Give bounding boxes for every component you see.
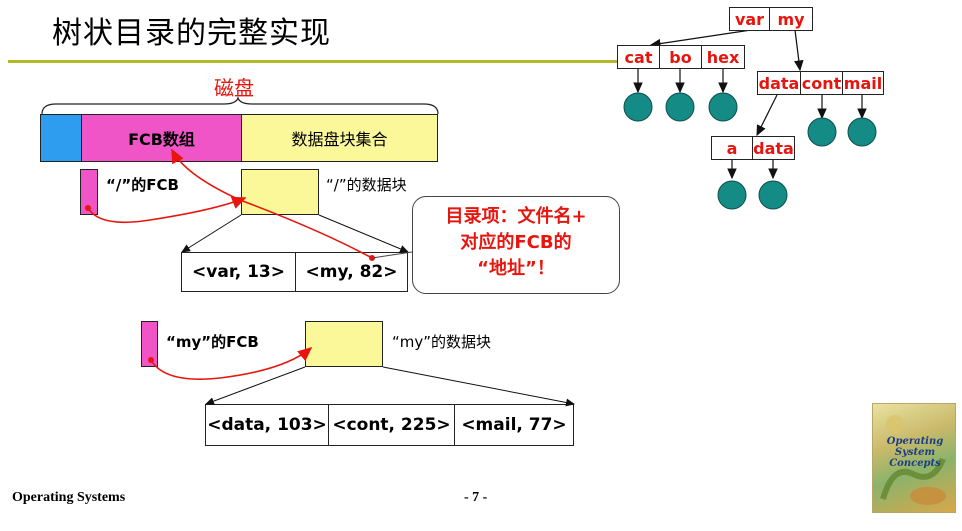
callout-line-1: 目录项：文件名+ [445,206,587,227]
book-cover-title: Operating System Concepts [886,436,944,469]
my-fcb-label: “my”的FCB [166,333,259,351]
footer-course-name: Operating Systems [12,490,126,505]
page-title: 树状目录的完整实现 [52,16,331,51]
root-block-label: “/”的数据块 [326,176,407,194]
disk-brace [41,96,439,115]
disk-boot-segment [40,114,82,162]
my-block-label: “my”的数据块 [392,333,492,351]
my-entry-data: <data, 103> [205,404,329,446]
my-entry-mail: <mail, 77> [454,404,574,446]
my-data-block [305,321,383,367]
disk-fcb-array: FCB数组 [81,114,242,162]
tree-node-mail: mail [842,71,884,95]
tree-node-my: my [769,7,813,31]
tree-node-hex: hex [701,45,745,69]
tree-node-data: data [757,71,801,95]
tree-node-cat: cat [617,45,660,69]
root-data-block [241,169,319,215]
book-cover-image: Operating System Concepts [872,403,956,513]
data-blocks-label: 数据盘块集合 [291,130,388,149]
my-entry-cont: <cont, 225> [328,404,455,446]
root-fcb-box [80,169,98,215]
callout-line-3: “地址”！ [477,258,555,279]
tree-node-bo: bo [659,45,702,69]
tree-node-a: a [711,136,753,160]
footer-page-number: - 7 - [464,490,488,505]
tree-node-cont: cont [800,71,843,95]
callout-line-2: 对应的FCB的 [460,232,572,253]
directory-entry-callout: 目录项：文件名+ 对应的FCB的 “地址”！ [412,196,620,294]
root-entry-my: <my, 82> [295,252,408,292]
tree-node-data-child: data [752,136,795,160]
fcb-array-label: FCB数组 [128,130,195,149]
title-divider [8,60,620,63]
disk-data-blocks: 数据盘块集合 [241,114,438,162]
disk-label: 磁盘 [214,76,254,100]
tree-node-var: var [729,7,770,31]
root-fcb-label: “/”的FCB [106,176,179,194]
my-fcb-box [141,321,158,367]
